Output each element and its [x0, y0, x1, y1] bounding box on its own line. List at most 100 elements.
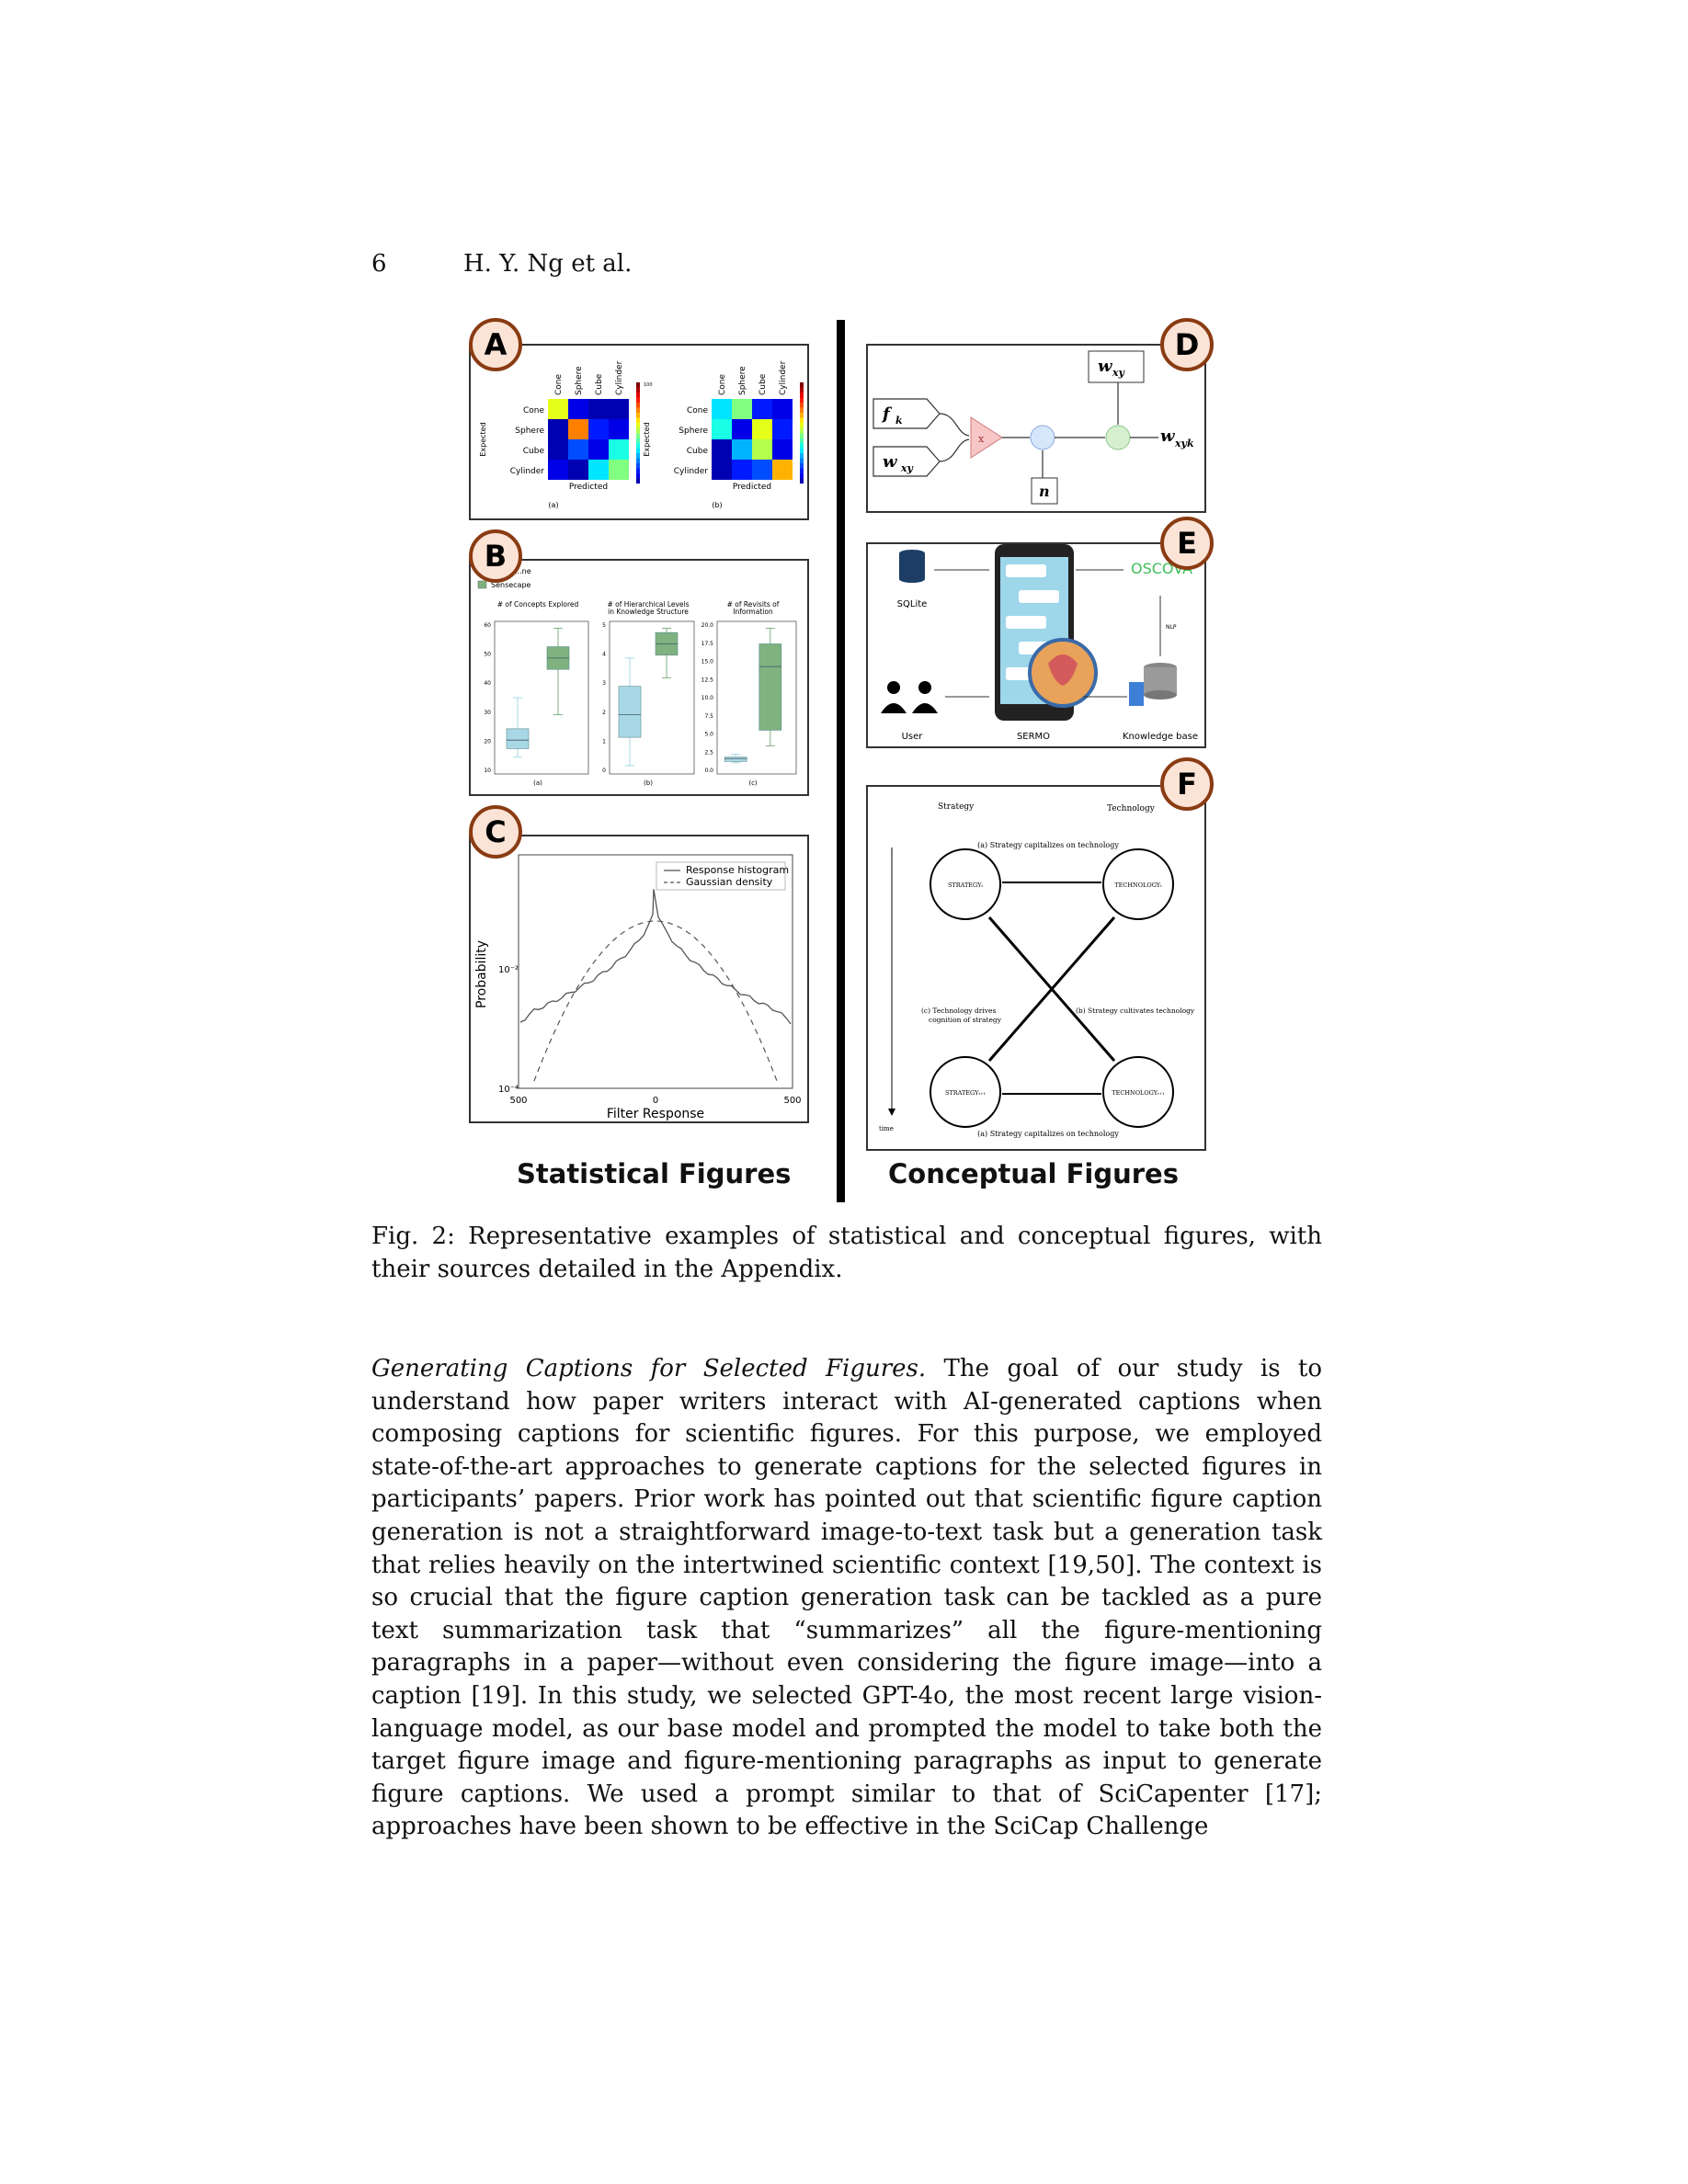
node-strategy-t-label: STRATEGYₜ	[948, 882, 983, 889]
matrix-cell	[588, 439, 609, 460]
statistical-figures-label: Statistical Figures	[517, 1158, 792, 1189]
y-tick-label: 10⁻²	[498, 965, 519, 975]
colorbar-segment	[800, 417, 804, 424]
matrix-cell	[609, 460, 629, 480]
matrix-cell	[712, 419, 732, 439]
column-label: Sphere	[738, 366, 747, 395]
colorbar-segment	[636, 413, 640, 418]
colorbar-segment	[636, 473, 640, 479]
y-tick-label: 2	[602, 710, 606, 716]
database-icon	[899, 553, 925, 579]
wxy-input	[873, 446, 941, 477]
wxy-box	[1088, 350, 1145, 383]
chat-bubble	[1019, 590, 1059, 603]
relation-b: (b) Strategy cultivates technology	[1076, 1007, 1195, 1015]
colorbar-segment	[636, 407, 640, 414]
nlp-label: NLP	[1166, 624, 1177, 631]
badge-b: B	[469, 529, 522, 583]
matrix-cell	[609, 439, 629, 460]
x-tick-label: 500	[509, 1096, 527, 1106]
badge-f: F	[1160, 757, 1214, 811]
subplot-title: # of Revisits of	[727, 600, 780, 609]
legend-entry: Gaussian density	[686, 876, 773, 888]
node-technology-t1-label: TECHNOLOGYₜ₊₁	[1112, 1089, 1165, 1097]
row-label: Cylinder	[510, 467, 545, 476]
colorbar-segment	[636, 387, 640, 393]
user-icon	[918, 681, 931, 694]
legend-swatch-sensecape	[477, 580, 487, 589]
figure-divider	[837, 320, 845, 1202]
matrix-cell	[712, 399, 732, 419]
y-tick-label: 60	[484, 622, 491, 629]
matrix-cell	[548, 460, 568, 480]
matrix-cell	[732, 460, 752, 480]
x-axis-label: Filter Response	[607, 1107, 704, 1121]
wxy-box-label: w	[1098, 357, 1113, 376]
colorbar-segment	[636, 453, 640, 459]
y-tick-label: 17.5	[701, 641, 714, 647]
colorbar-segment	[800, 478, 804, 484]
colorbar-segment	[800, 433, 804, 438]
wxy-input-subscript: xy	[900, 462, 915, 474]
colorbar-segment	[800, 427, 804, 434]
knowledge-db-icon	[1144, 690, 1177, 700]
subplot-label: (a)	[533, 779, 542, 787]
matrix-cell	[568, 460, 588, 480]
strategy-heading: Strategy	[938, 802, 975, 812]
y-axis-label: Expected	[643, 422, 651, 456]
matrix-cell	[568, 439, 588, 460]
y-axis-label: Probability	[474, 940, 489, 1008]
knowledge-base-label: Knowledge base	[1123, 732, 1198, 742]
matrix-cell	[752, 460, 772, 480]
relation-a-bottom: (a) Strategy capitalizes on technology	[977, 1130, 1119, 1138]
sqlite-label: SQLite	[897, 599, 928, 609]
column-label: Cube	[595, 373, 604, 395]
matrix-cell	[609, 419, 629, 439]
paragraph-text: The goal of our study is to understand h…	[371, 1355, 1322, 1841]
wxy-input-label: w	[883, 452, 898, 472]
matrix-cell	[752, 419, 772, 439]
edge	[939, 438, 970, 462]
y-tick-label: 20.0	[701, 622, 714, 629]
subplot-label: (a)	[548, 501, 558, 509]
colorbar-segment	[636, 458, 640, 464]
series-response-histogram	[519, 889, 792, 1025]
row-label: Cylinder	[674, 467, 709, 476]
y-tick-label: 15.0	[701, 659, 714, 665]
x-axis-label: Predicted	[569, 483, 608, 492]
user-icon	[887, 681, 900, 694]
legend-entry: Response histogram	[686, 864, 789, 876]
colorbar-segment	[800, 453, 804, 459]
y-tick-label: 5	[602, 622, 606, 629]
output-subscript: xyk	[1174, 438, 1194, 449]
matrix-cell	[568, 399, 588, 419]
x-axis-label: Predicted	[733, 483, 771, 492]
matrix-cell	[772, 419, 793, 439]
node-strategy-t1	[930, 1056, 1001, 1128]
matrix-cell	[732, 419, 752, 439]
edge-c	[987, 916, 1116, 1062]
sermo-label: SERMO	[1017, 732, 1050, 742]
column-label: Cone	[554, 374, 564, 395]
colorbar-segment	[636, 443, 640, 449]
matrix-cell	[548, 399, 568, 419]
figure-caption: Fig. 2: Representative examples of stati…	[371, 1223, 1322, 1283]
colorbar-segment	[800, 473, 804, 479]
colorbar-segment	[800, 403, 804, 408]
subplot-title: # of Concepts Explored	[497, 600, 579, 609]
y-tick-label: 2.5	[704, 749, 713, 756]
column-label: Cube	[758, 373, 768, 395]
legend-sensecape: Sensecape	[491, 581, 531, 589]
badge-d: D	[1160, 318, 1214, 371]
colorbar-segment	[800, 382, 804, 388]
matrix-cell	[588, 399, 609, 419]
matrix-cell	[548, 439, 568, 460]
y-tick-label: 10.0	[701, 695, 714, 701]
colorbar-segment	[636, 382, 640, 388]
y-tick-label: 40	[484, 680, 491, 687]
